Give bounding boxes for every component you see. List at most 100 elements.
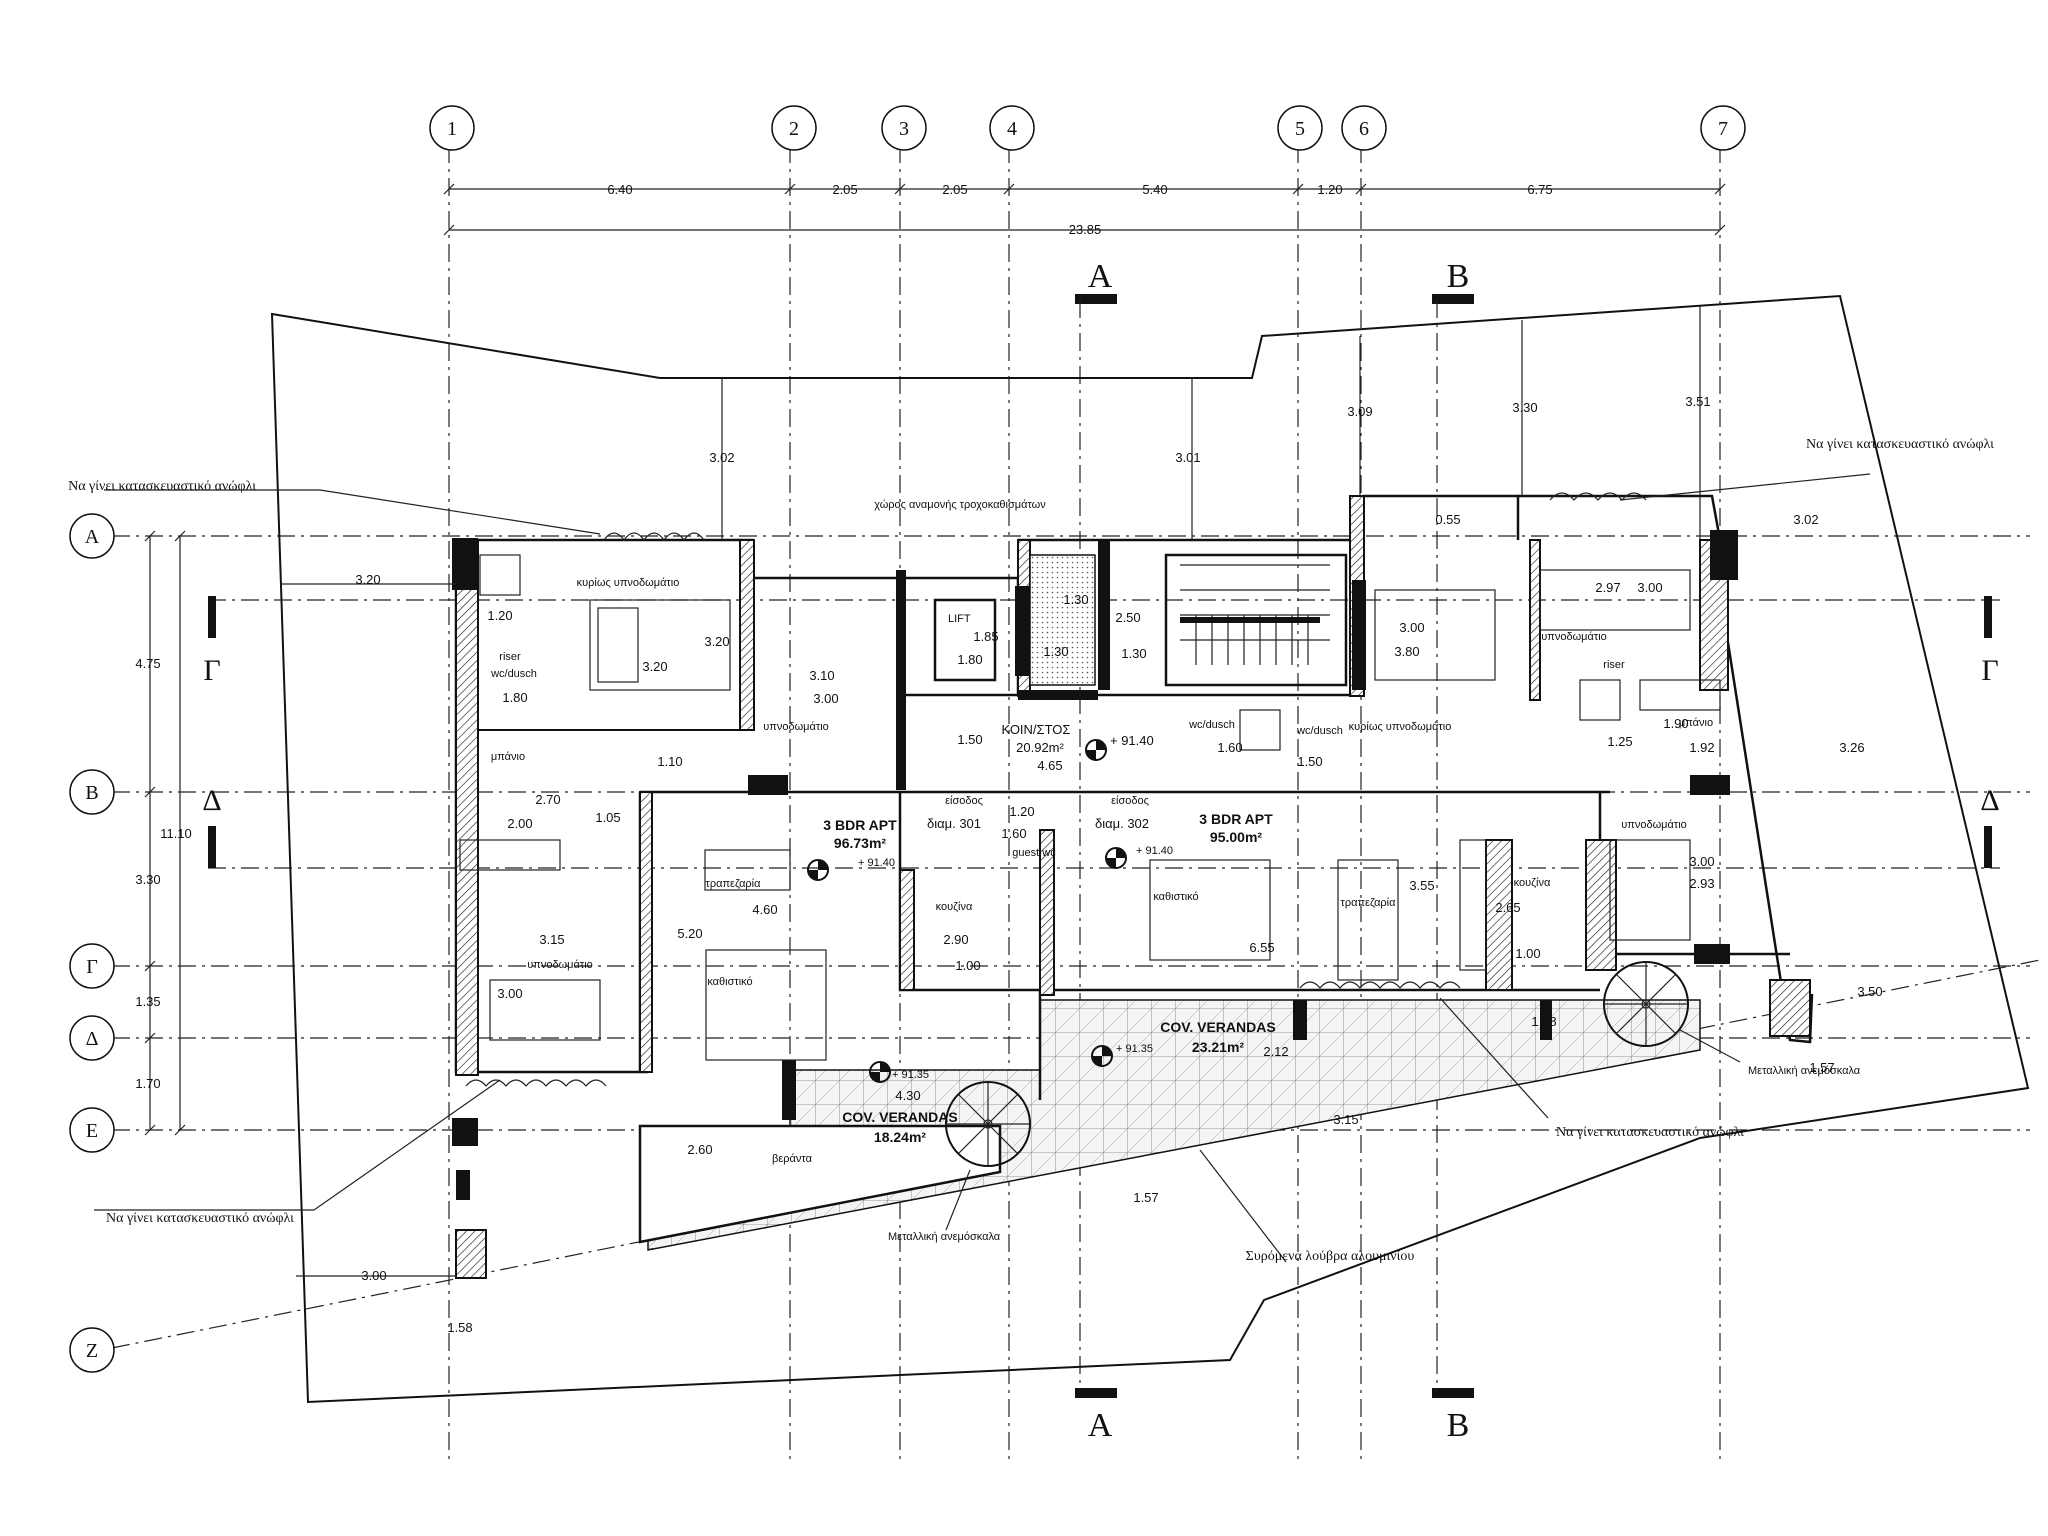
section-b-bottom: B [1447,1407,1470,1444]
dim-130-c: 1.30 [1063,592,1088,607]
grid-row-b: Β [85,782,98,804]
veranda-left-name: COV. VERANDAS [842,1109,957,1125]
bath-left: μπάνιο [491,751,525,763]
apt2-area: 95.00m² [1210,829,1262,845]
wheelchair-area: χώρος αναμονής τροχοκαθισμάτων [874,499,1046,511]
dim-row-d-e: 1.70 [135,1076,160,1091]
room-labels: 3 BDR APT 96.73m² + 91.40 3 BDR APT 95.0… [490,499,1713,1165]
dim-380: 3.80 [1394,644,1419,659]
common-name: ΚΟΙΝ/ΣΤΟΣ [1002,722,1071,737]
grid-lines [111,145,2041,1460]
dim-355: 3.55 [1409,878,1434,893]
dim-130-b: 1.30 [1121,646,1146,661]
dim-row-a-b: 4.75 [135,656,160,671]
master-bedroom-right: κυρίως υπνοδωμάτιο [1349,721,1452,733]
apt1-level: + 91.40 [858,857,895,869]
veranda-right-name: COV. VERANDAS [1160,1019,1275,1035]
dim-300-b: 3.00 [497,986,522,1001]
veranda-label: βεράντα [772,1153,813,1165]
dim-293: 2.93 [1689,876,1714,891]
dim-100-b: 1.00 [1515,946,1540,961]
dim-160-b: 1.60 [1001,826,1026,841]
grid-row-a: Α [85,526,100,548]
apt-no-left: διαμ. 301 [927,816,981,831]
dim-351: 3.51 [1685,394,1710,409]
bedroom-right-bottom: υπνοδωμάτιο [1621,819,1687,831]
section-delta-right: Δ [1980,784,1999,817]
grid-column-1: 1 [447,118,457,140]
living-left: καθιστικό [707,976,752,988]
guest-wc: guest wc [1012,847,1056,859]
riser-left: riser [499,651,521,663]
wc-dusch-right: wc/dusch [1296,725,1343,737]
dim-col-2-3: 2.05 [832,182,857,197]
louvers-note: Συρόμενα λούβρα αλουμινίου [1246,1249,1415,1264]
dim-320: 3.20 [355,572,380,587]
dim-430: 4.30 [895,1088,920,1103]
dim-465: 4.65 [1037,758,1062,773]
dim-250: 2.50 [1115,610,1140,625]
dim-row-c-d: 1.35 [135,994,160,1009]
common-area: 20.92m² [1016,740,1064,755]
dim-150: 1.50 [957,732,982,747]
dim-190: 1.90 [1663,716,1688,731]
dim-290: 2.90 [943,932,968,947]
dim-350: 3.50 [1857,984,1882,999]
dim-158: 1.58 [447,1320,472,1335]
dim-300-d: 3.00 [1637,580,1662,595]
dim-655: 6.55 [1249,940,1274,955]
dining-left: τραπεζαρία [706,878,762,890]
dim-330: 3.30 [1512,400,1537,415]
lintel-note-top-left: Να γίνει κατασκευαστικό ανώφλι [68,479,256,494]
dim-130: 1.30 [1043,644,1068,659]
section-b-top: B [1447,258,1470,295]
section-markers: A B A B Γ Γ Δ Δ [202,258,1999,1444]
dim-192: 1.92 [1689,740,1714,755]
riser-right: riser [1603,659,1625,671]
dim-157: 1.57 [1133,1190,1158,1205]
grid-row-e: Ε [86,1120,98,1142]
bath-right: μπάνιο [1679,717,1713,729]
dim-105: 1.05 [595,810,620,825]
plot-boundary [270,294,2030,1404]
dim-260: 2.60 [687,1142,712,1157]
bedroom-left-top: υπνοδωμάτιο [763,721,829,733]
row-bubbles: Α Β Γ Δ Ε Ζ [69,513,115,1373]
dim-157-right: 1.57 [1809,1060,1834,1075]
veranda-floors [638,999,1701,1251]
bedroom-right-top: υπνοδωμάτιο [1541,631,1607,643]
dim-160: 1.60 [1217,740,1242,755]
section-a-bottom: A [1088,1407,1113,1444]
structural-columns [452,530,1738,1200]
dim-320-b: 3.20 [642,659,667,674]
grid-column-5: 5 [1295,118,1305,140]
dim-150-b: 1.50 [1297,754,1322,769]
veranda-right-level: + 91.35 [1116,1043,1153,1055]
master-bedroom-left: κυρίως υπνοδωμάτιο [577,577,680,589]
veranda-left-area: 18.24m² [874,1129,926,1145]
dim-300: 3.00 [813,691,838,706]
dim-520: 5.20 [677,926,702,941]
dim-125: 1.25 [1607,734,1632,749]
dim-180-lift: 1.80 [957,652,982,667]
dim-300-bottom: 3.00 [361,1268,386,1283]
dim-total-height: 11.10 [160,826,192,841]
grid-column-6: 6 [1359,118,1369,140]
living-right: καθιστικό [1153,891,1198,903]
dim-320-c: 3.20 [704,634,729,649]
dim-315: 3.15 [539,932,564,947]
section-gamma-right: Γ [1981,654,1998,687]
dining-right: τραπεζαρία [1341,897,1397,909]
grid-column-3: 3 [899,118,909,140]
common-level: + 91.40 [1110,733,1154,748]
dim-110: 1.10 [657,754,682,769]
stair-core: LIFT [933,553,1348,687]
dim-200: 2.00 [507,816,532,831]
dim-300-c: 3.00 [1399,620,1424,635]
wc-dusch-left: wc/dusch [490,668,537,680]
veranda-right-area: 23.21m² [1192,1039,1244,1055]
left-dimensions: 4.75 3.30 1.35 1.70 11.10 [135,530,192,1136]
kitchen-right: κουζίνα [1514,877,1551,889]
interior-dimensions: 3.02 3.01 3.09 3.30 3.51 3.02 3.20 3.00 … [282,306,1883,1335]
dim-301: 3.01 [1175,450,1200,465]
